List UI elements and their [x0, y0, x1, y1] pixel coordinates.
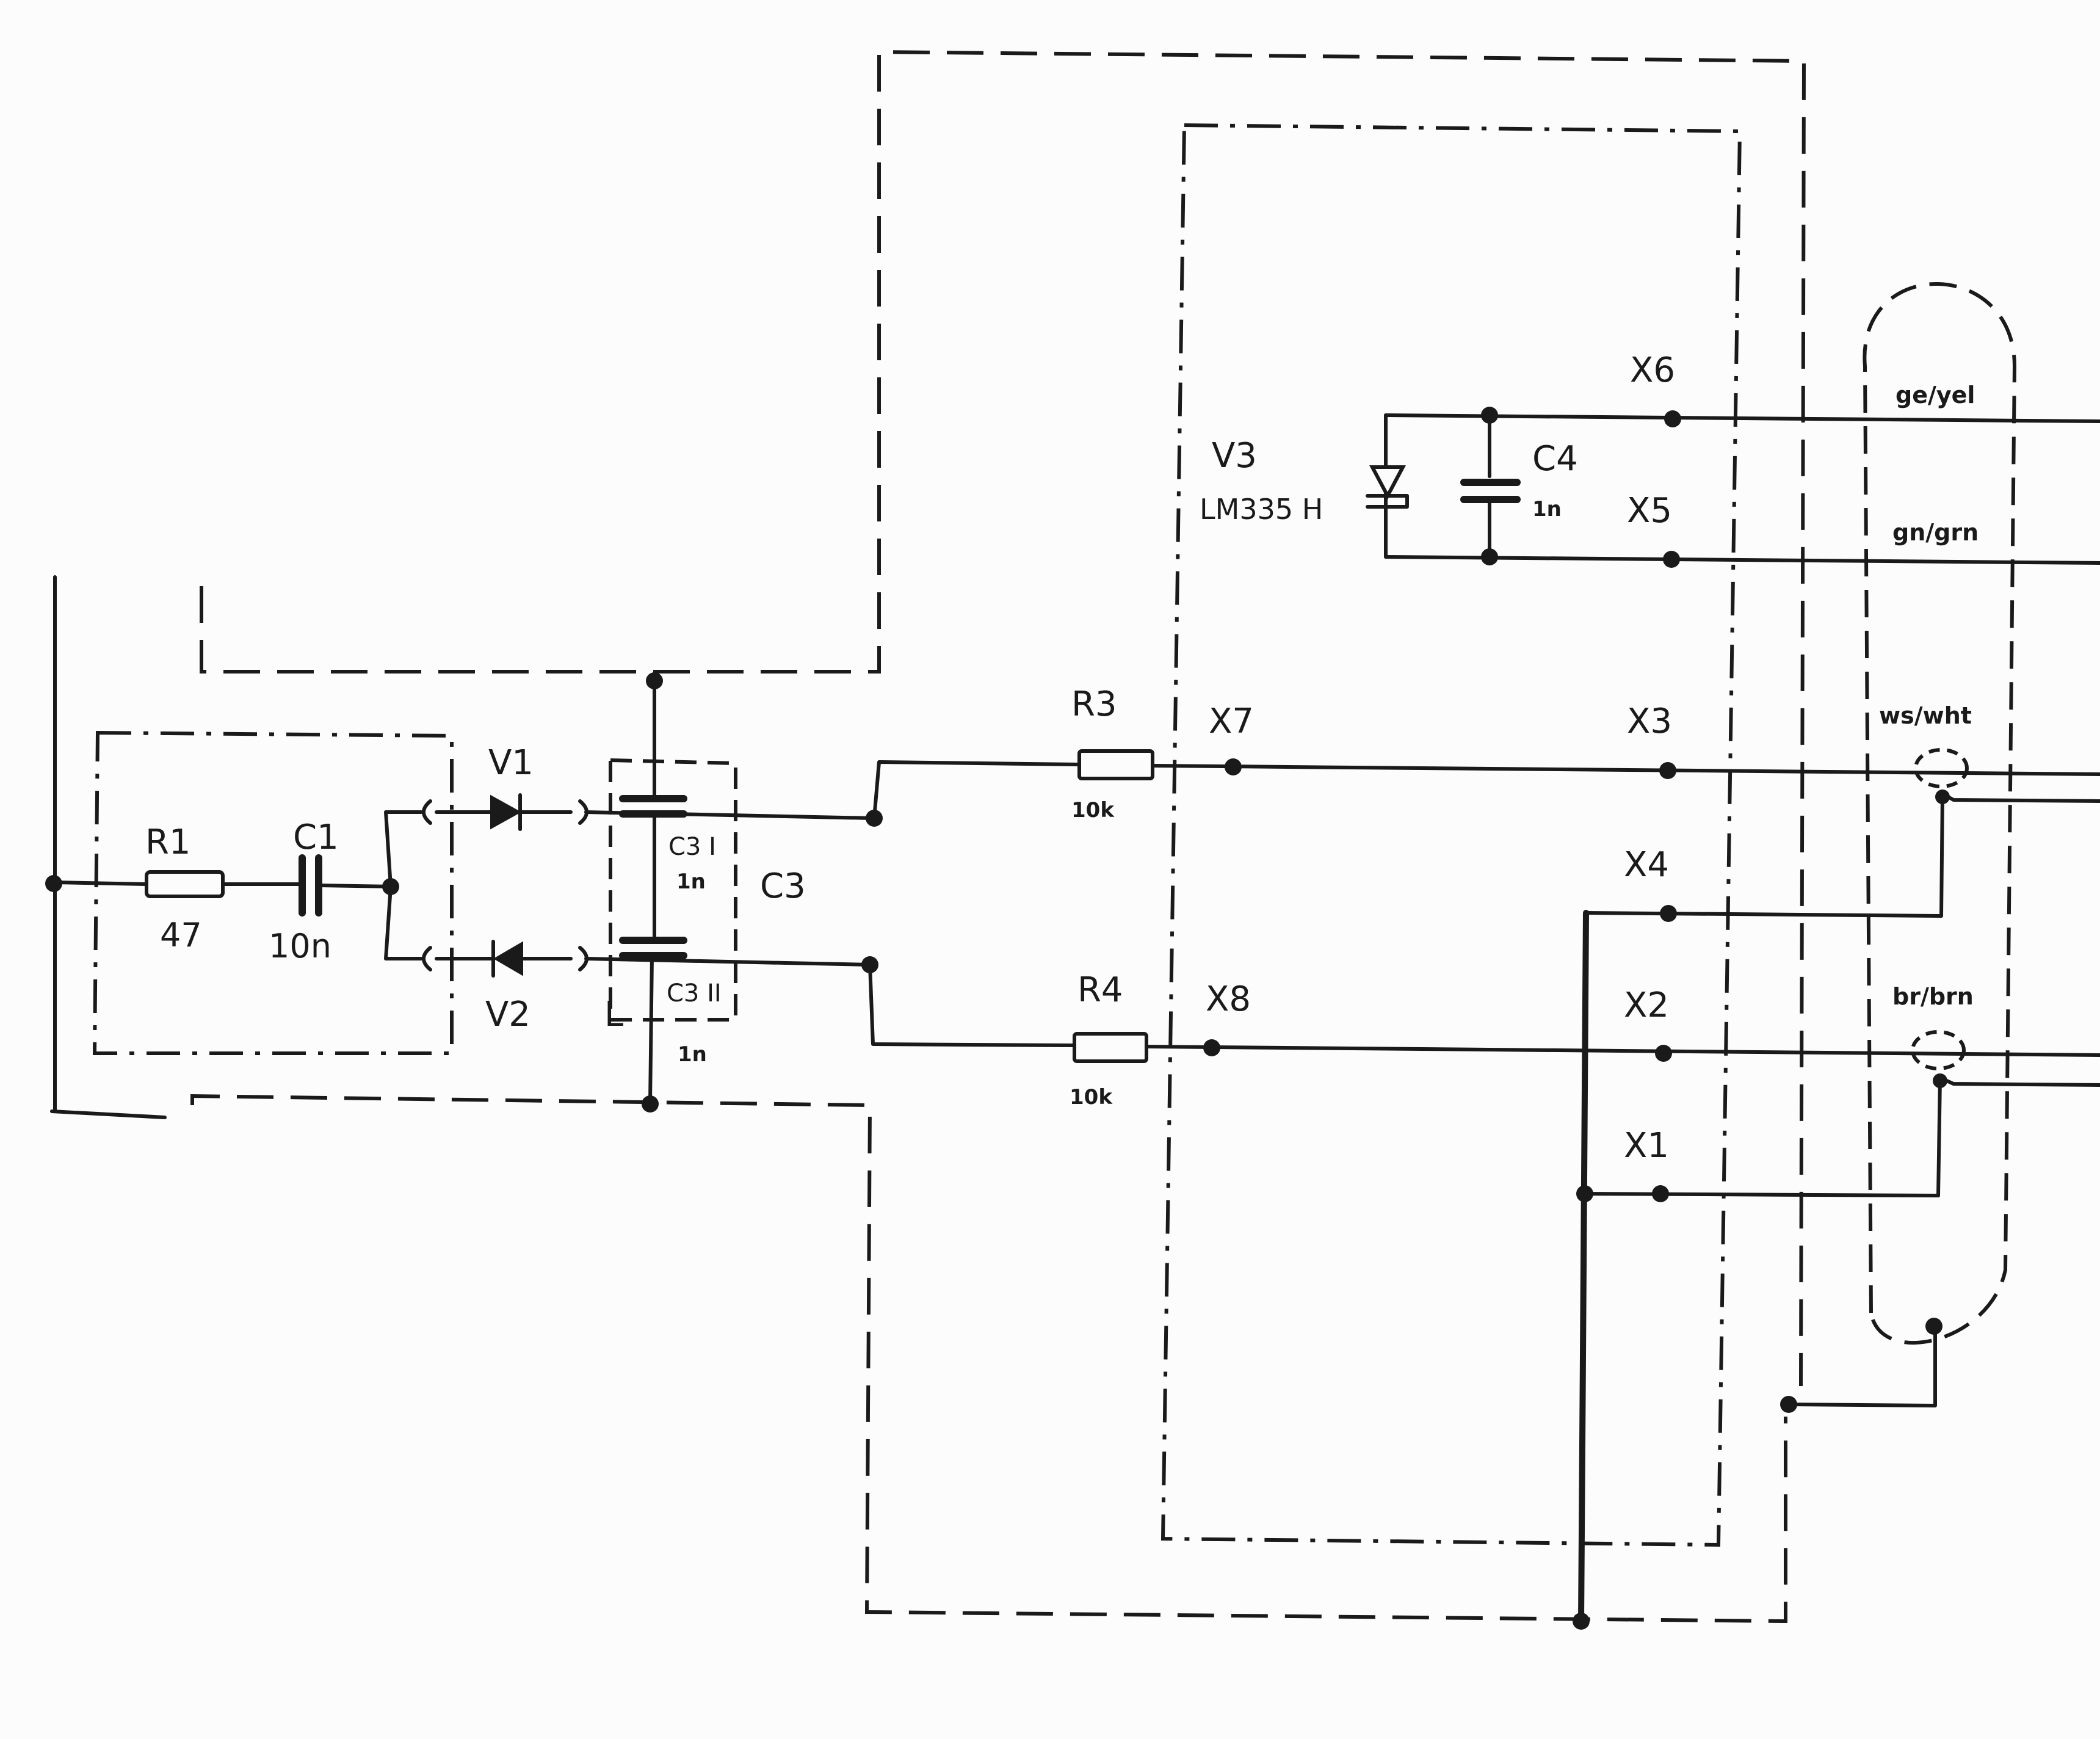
- terminal-X1-dot: [1652, 1185, 1669, 1202]
- resistor-R4: [1073, 1032, 1148, 1063]
- input-bus-tail: [50, 1109, 167, 1119]
- cable-label-yel: ge/yel: [1895, 382, 1975, 408]
- terminal-X7: X7: [1209, 702, 1254, 741]
- diode-branches: [384, 793, 588, 978]
- terminal-X4: X4: [1624, 845, 1669, 885]
- terminal-X3: X3: [1627, 702, 1672, 741]
- label-C3-part2: C3 II: [667, 979, 722, 1007]
- input-chain: [45, 854, 399, 917]
- label-V2: V2: [485, 995, 530, 1034]
- label-V3-part: LM335 H: [1200, 493, 1323, 526]
- terminal-X6-dot: [1664, 410, 1681, 427]
- value-C1: 10n: [269, 927, 331, 965]
- sensor-block: [1366, 407, 2100, 568]
- label-R4: R4: [1077, 970, 1123, 1010]
- c3-frame: [609, 758, 737, 1022]
- capacitor-C3: [584, 672, 883, 1113]
- value-C3-part1: 1n: [676, 870, 706, 894]
- terminal-X8: X8: [1206, 979, 1251, 1019]
- terminal-X1: X1: [1624, 1126, 1669, 1166]
- terminal-X5: X5: [1627, 491, 1672, 531]
- probe-frame: [1160, 123, 1742, 1547]
- value-C3-part2: 1n: [678, 1042, 707, 1067]
- input-filter-frame: [92, 730, 454, 1055]
- outer-shield: [190, 49, 1806, 1624]
- terminal-X8-dot: [1203, 1039, 1220, 1056]
- label-C3-part1: C3 I: [668, 833, 716, 861]
- label-C1: C1: [293, 818, 339, 857]
- terminal-X2: X2: [1624, 986, 1669, 1025]
- r3-branch: [872, 749, 2100, 820]
- value-C4: 1n: [1532, 497, 1562, 521]
- cable-label-brn: br/brn: [1892, 983, 1974, 1010]
- value-R4: 10k: [1070, 1085, 1113, 1109]
- label-V1: V1: [488, 743, 534, 783]
- terminal-X7-dot: [1225, 758, 1242, 775]
- cable-label-grn: gn/grn: [1892, 519, 1979, 546]
- label-R1: R1: [145, 822, 191, 862]
- terminal-X5-dot: [1663, 551, 1680, 568]
- zener-V3: [1369, 465, 1406, 500]
- diode-V2: [493, 941, 523, 976]
- value-R3: 10k: [1071, 798, 1115, 822]
- label-shield-L: L: [604, 995, 623, 1034]
- label-V3: V3: [1212, 436, 1257, 476]
- label-R3: R3: [1071, 684, 1117, 724]
- terminal-X4-dot: [1660, 905, 1677, 922]
- terminal-X2-dot: [1655, 1045, 1672, 1062]
- cable-label-wht: ws/wht: [1879, 702, 1972, 729]
- diode-V1: [490, 794, 522, 830]
- value-R1: 47: [160, 916, 202, 954]
- ground-bus: [1573, 748, 2100, 1630]
- cable-outline: [1863, 282, 2017, 1345]
- r4-branch: [868, 963, 2100, 1063]
- terminal-X3-dot: [1659, 762, 1676, 779]
- label-C3: C3: [760, 866, 806, 906]
- label-C4: C4: [1532, 439, 1578, 479]
- resistor-R1: [145, 870, 225, 898]
- terminal-X6: X6: [1630, 350, 1675, 390]
- resistor-R3: [1077, 749, 1154, 780]
